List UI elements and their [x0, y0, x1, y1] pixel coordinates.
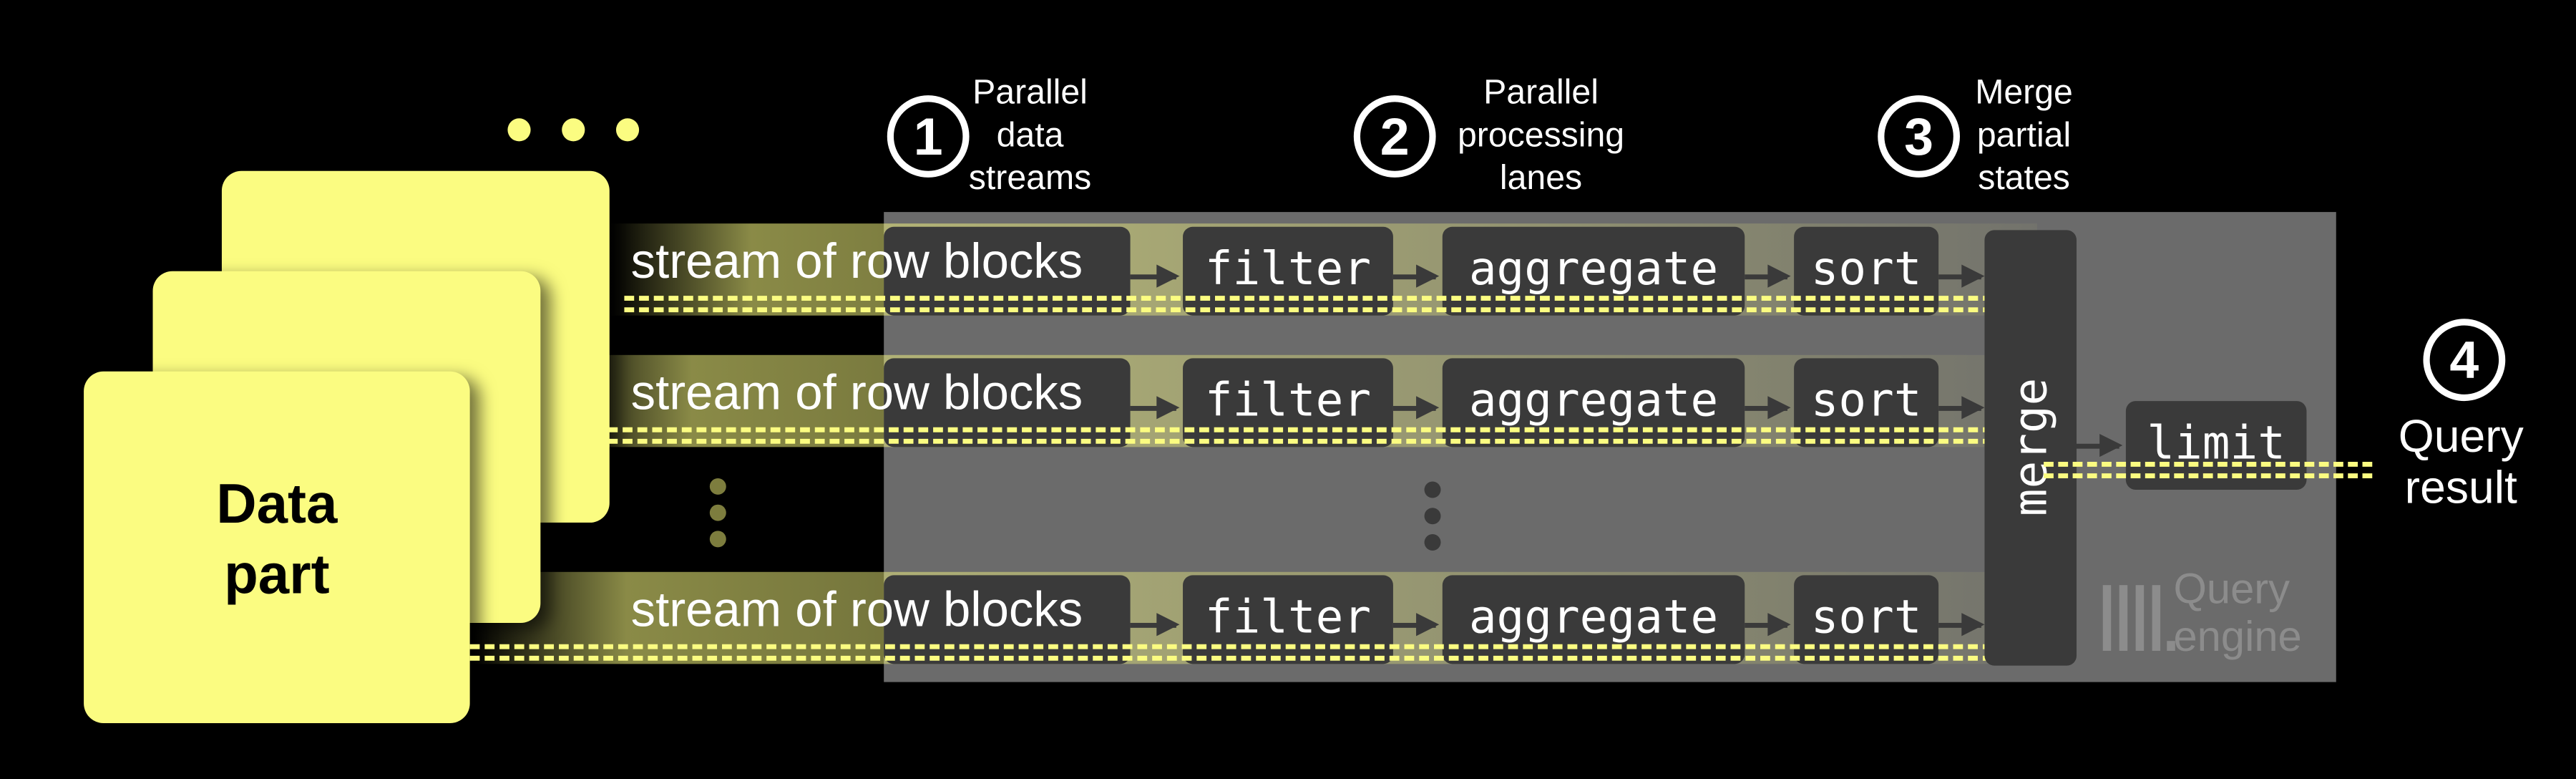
step-4-line1: Query — [2398, 410, 2524, 463]
dash-line-result-b — [2044, 473, 2373, 478]
arrow-1b — [1392, 264, 1440, 288]
step-4-line2: result — [2404, 462, 2517, 513]
arrow-3c — [1745, 613, 1791, 637]
sort-node-1: sort — [1794, 226, 1939, 316]
step-1-number: 1 — [887, 95, 970, 178]
arrow-3a — [1130, 613, 1180, 637]
arrow-3d — [1938, 613, 1985, 637]
stream-label-2: stream of row blocks — [630, 366, 1083, 421]
step-3-line2: partial — [1976, 116, 2072, 155]
data-part-label-line1: Data — [216, 473, 338, 536]
aggregate-node-3: aggregate — [1442, 575, 1745, 664]
dash-line-3b — [469, 655, 2037, 661]
arrow-2d — [1938, 396, 1985, 420]
filter-node-2: filter — [1183, 358, 1393, 447]
arrow-merge-limit — [2077, 433, 2123, 458]
arrow-2b — [1392, 396, 1440, 420]
arrow-2a — [1130, 396, 1180, 420]
step-2-line3: lanes — [1499, 159, 1583, 198]
step-2-text: Parallel processing lanes — [1439, 72, 1643, 200]
arrow-1c — [1745, 264, 1791, 288]
arrow-3b — [1392, 613, 1440, 637]
dash-line-2a — [608, 427, 2037, 432]
step-2-line1: Parallel — [1483, 74, 1599, 112]
step-2-number: 2 — [1353, 95, 1436, 178]
aggregate-node-2: aggregate — [1442, 358, 1745, 447]
arrow-1a — [1130, 264, 1180, 288]
query-engine-label-line2: engine — [2173, 611, 2302, 661]
dash-line-1b — [624, 307, 2037, 313]
step-1-line2: data — [996, 116, 1064, 155]
query-engine-label: Query engine — [2173, 563, 2338, 661]
filter-node-1: filter — [1183, 226, 1393, 316]
step-4-number: 4 — [2423, 319, 2506, 402]
data-part-label: Data part — [84, 470, 470, 611]
filter-node-3: filter — [1183, 575, 1393, 664]
dash-line-1a — [624, 296, 2037, 301]
stream-label-1: stream of row blocks — [630, 235, 1083, 289]
stream-label-3: stream of row blocks — [630, 583, 1083, 638]
merge-label: merge — [2003, 377, 2058, 517]
step-1-line1: Parallel — [972, 74, 1088, 112]
step-3-number: 3 — [1878, 95, 1961, 178]
dash-line-result-a — [2044, 462, 2373, 467]
sort-node-2: sort — [1794, 358, 1939, 447]
data-part-card-front: Data part — [84, 371, 470, 723]
merge-node — [1984, 230, 2077, 666]
aggregate-node-1: aggregate — [1442, 226, 1745, 316]
step-1-text: Parallel data streams — [960, 72, 1101, 200]
data-part-label-line2: part — [224, 543, 330, 607]
step-3-line3: states — [1978, 159, 2070, 198]
arrow-1d — [1938, 264, 1985, 288]
step-1-line3: streams — [968, 159, 1092, 198]
step-4-text: Query result — [2376, 411, 2547, 513]
dash-line-3a — [469, 644, 2037, 649]
step-3-line1: Merge — [1975, 74, 2073, 112]
sort-node-3: sort — [1794, 575, 1939, 664]
stream-box-1 — [884, 226, 1131, 316]
step-2-line2: processing — [1457, 116, 1625, 155]
step-3-text: Merge partial states — [1961, 72, 2086, 200]
arrow-2c — [1745, 396, 1791, 420]
dash-line-2b — [608, 438, 2037, 444]
query-engine-label-line1: Query — [2173, 563, 2290, 614]
